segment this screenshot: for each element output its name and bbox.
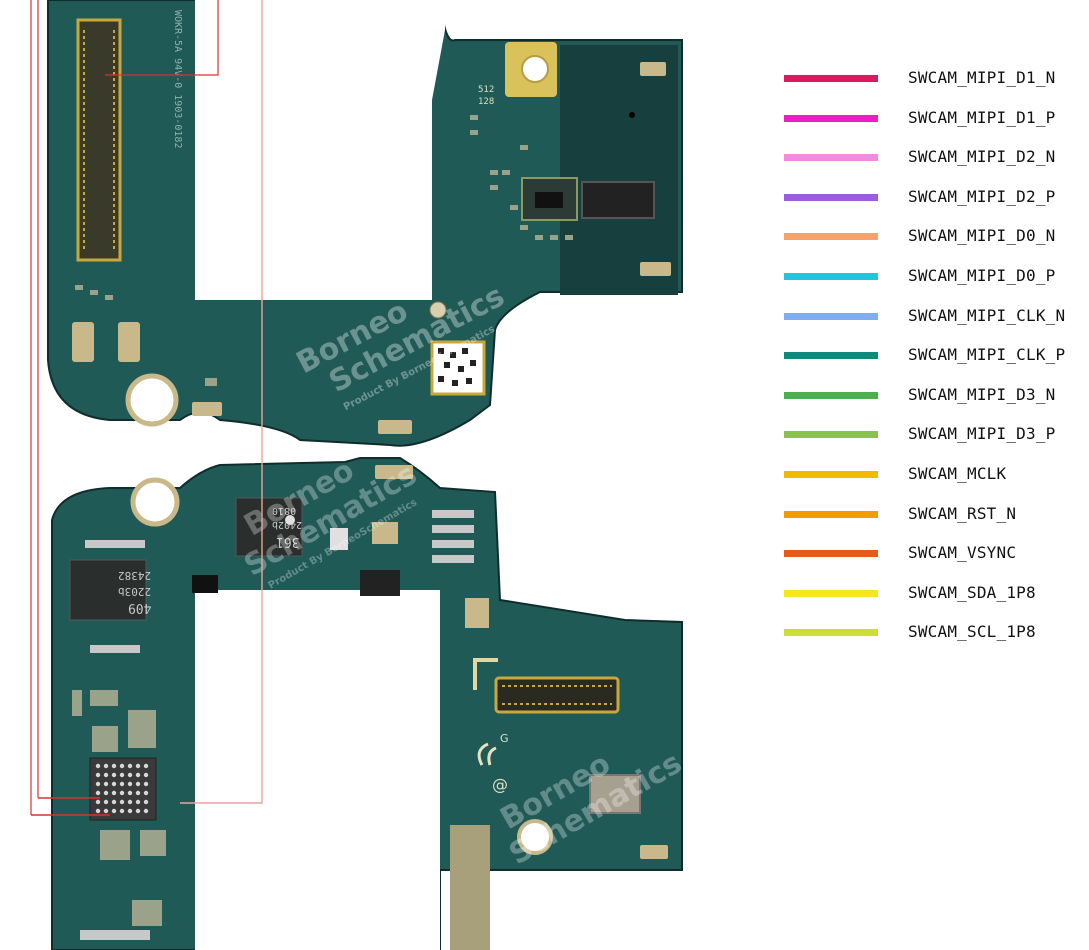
legend-item: SWCAM_MIPI_D1_P <box>784 106 1084 146</box>
legend-label: SWCAM_MIPI_D1_N <box>908 68 1056 87</box>
legend-swatch <box>784 233 878 241</box>
legend-swatch <box>784 352 878 360</box>
legend-swatch <box>784 431 878 439</box>
legend-swatch <box>784 550 878 558</box>
legend-item: SWCAM_RST_N <box>784 502 1084 542</box>
legend-item: SWCAM_MIPI_D0_P <box>784 264 1084 304</box>
legend-item: SWCAM_SCL_1P8 <box>784 620 1084 660</box>
corner-marking <box>473 658 498 690</box>
silkscreen-text-vertical: WOKR-5A 94V-0 1903-0182 <box>172 10 183 148</box>
legend-label: SWCAM_MIPI_D3_P <box>908 424 1056 444</box>
upper-board-cutout <box>195 0 445 300</box>
legend-label: SWCAM_MIPI_D1_P <box>908 107 1056 127</box>
legend-label: SWCAM_VSYNC <box>908 543 1017 563</box>
bga-balls <box>95 763 149 814</box>
connector-pins <box>83 30 115 250</box>
gold-strip-lower <box>450 825 490 950</box>
legend-item: SWCAM_MIPI_D3_P <box>784 422 1084 462</box>
fpc-pins <box>502 685 612 705</box>
legend-item: SWCAM_MIPI_D0_N <box>784 224 1084 264</box>
mounting-hole-lower-right <box>517 819 553 855</box>
datamatrix-dots <box>438 348 476 386</box>
shield-area <box>560 45 678 295</box>
marking-a: @ <box>492 775 508 794</box>
chip-409-line3: 409 <box>128 600 151 615</box>
legend-item: SWCAM_MIPI_D3_N <box>784 383 1084 423</box>
lower-board-cutout <box>195 590 440 950</box>
chip-361-line2: 2402b <box>272 519 302 530</box>
legend-item: SWCAM_MIPI_CLK_N <box>784 304 1084 344</box>
legend-label: SWCAM_MIPI_D2_N <box>908 147 1056 167</box>
legend-swatch <box>784 510 878 518</box>
legend-item: SWCAM_VSYNC <box>784 541 1084 581</box>
smd-rows-lower <box>432 510 474 563</box>
passive-components-upper <box>72 62 670 434</box>
legend-swatch <box>784 312 878 320</box>
mounting-hole-upper-left <box>125 373 179 427</box>
legend-label: SWCAM_MCLK <box>908 463 1007 483</box>
signal-traces <box>30 0 263 816</box>
chip-409-line2: 2203b <box>118 585 151 598</box>
chip-361-dot <box>285 515 295 525</box>
marking-512: 512 <box>478 85 494 95</box>
chip-sensor-1-window <box>535 192 563 208</box>
legend-item: SWCAM_SDA_1P8 <box>784 581 1084 621</box>
legend-label: SWCAM_MIPI_CLK_P <box>908 345 1066 365</box>
legend-item: SWCAM_MIPI_D1_N <box>784 66 1084 106</box>
legend-swatch <box>784 154 878 162</box>
fpc-connector-lower <box>494 676 620 714</box>
legend-swatch <box>784 193 878 201</box>
legend-item: SWCAM_MIPI_D2_P <box>784 185 1084 225</box>
marking-g: G <box>500 732 509 745</box>
legend-swatch <box>784 629 878 637</box>
via-upper-mid <box>429 301 447 319</box>
legend-label: SWCAM_MIPI_D2_P <box>908 186 1056 206</box>
trace-top-right <box>105 0 219 76</box>
passive-components-lower <box>72 262 671 940</box>
legend-label: SWCAM_RST_N <box>908 503 1017 523</box>
legend-label: SWCAM_SDA_1P8 <box>908 582 1036 602</box>
legend-label: SWCAM_MIPI_CLK_N <box>908 305 1066 325</box>
legend-item: SWCAM_MCLK <box>784 462 1084 502</box>
marking-128: 128 <box>478 97 494 107</box>
legend-swatch <box>784 589 878 597</box>
mounting-hole-upper-right <box>521 55 549 83</box>
chip-sensor-2 <box>581 181 655 219</box>
legend-item: SWCAM_MIPI_CLK_P <box>784 343 1084 383</box>
logo-swirl <box>477 742 497 766</box>
legend-swatch <box>784 470 878 478</box>
legend-swatch <box>784 114 878 122</box>
via-dot <box>629 112 635 118</box>
chip-361 <box>235 497 303 557</box>
legend-swatch <box>784 75 878 82</box>
legend-swatch <box>784 272 878 280</box>
signal-legend: SWCAM_MIPI_D1_N SWCAM_MIPI_D1_P SWCAM_MIPI… <box>784 66 1084 660</box>
metal-can <box>589 774 641 814</box>
pcb-board-photo: WOKR-5A 94V-0 1903-0182 512 128 Borneo S… <box>30 0 683 950</box>
chip-409 <box>69 559 147 621</box>
legend-item: SWCAM_MIPI_D2_N <box>784 145 1084 185</box>
mounting-hole-lower-left <box>130 477 180 527</box>
chip-361-line1: 0810 <box>272 505 296 516</box>
legend-label: SWCAM_SCL_1P8 <box>908 622 1036 642</box>
smd-cluster-upper <box>75 115 573 386</box>
chip-361-line3: 361 <box>276 534 299 549</box>
legend-swatch <box>784 391 878 399</box>
legend-label: SWCAM_MIPI_D3_N <box>908 384 1056 404</box>
legend-label: SWCAM_MIPI_D0_P <box>908 265 1056 285</box>
legend-label: SWCAM_MIPI_D0_N <box>908 226 1056 246</box>
trace-right-light <box>180 0 263 804</box>
chip-409-line1: 24382 <box>118 569 151 582</box>
